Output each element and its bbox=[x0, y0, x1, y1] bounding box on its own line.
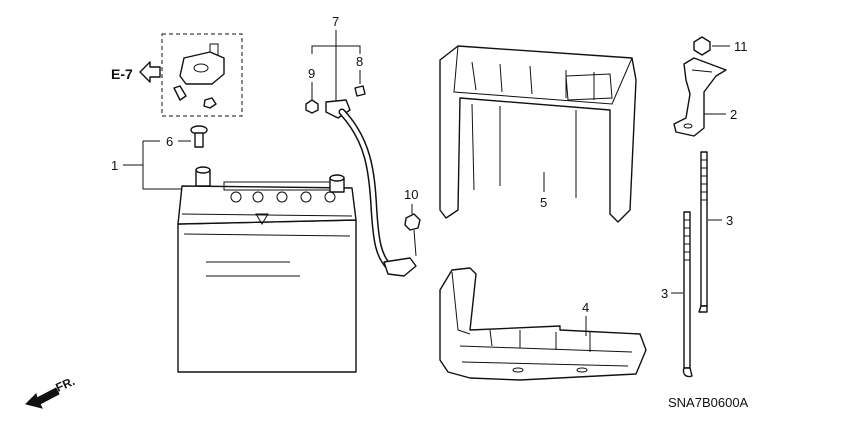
tray-floor-ribs bbox=[489, 329, 591, 352]
callout-1-label: 1 bbox=[111, 158, 118, 173]
front-direction-indicator: FR. bbox=[25, 374, 77, 409]
terminal-post-top bbox=[195, 166, 211, 174]
cover-outline bbox=[439, 45, 637, 223]
battery-ledge bbox=[183, 233, 351, 237]
ground-cable bbox=[325, 99, 417, 277]
battery-tray bbox=[439, 267, 647, 381]
callout-3-right: 3 bbox=[708, 213, 733, 228]
cable-body-fill bbox=[340, 110, 392, 270]
rod-body bbox=[683, 211, 691, 369]
cover-ribs bbox=[471, 61, 595, 100]
inset-bolt-part bbox=[173, 85, 187, 101]
terminal-bolt-6 bbox=[190, 125, 208, 148]
bolt-part-10-shank bbox=[413, 229, 417, 257]
callout-10-label: 10 bbox=[404, 187, 418, 202]
plate-outline bbox=[673, 57, 727, 137]
callout-4-label: 4 bbox=[582, 300, 589, 315]
callout-3-left-label: 3 bbox=[661, 286, 668, 301]
bracket-line bbox=[311, 45, 361, 54]
inset-nut-part bbox=[203, 97, 217, 109]
callout-4: 4 bbox=[582, 300, 589, 336]
plate-slot bbox=[691, 69, 713, 73]
diagram-code: SNA7B0600A bbox=[668, 395, 749, 410]
rod-body bbox=[700, 151, 708, 307]
left-arrow-icon bbox=[139, 61, 161, 83]
nut-part-9 bbox=[305, 99, 319, 114]
callout-7: 7 bbox=[311, 14, 361, 102]
terminal-cover-part bbox=[179, 51, 225, 85]
battery-terminal-negative bbox=[329, 174, 345, 193]
callout-11-label: 11 bbox=[734, 39, 748, 54]
e7-inset-box bbox=[161, 33, 243, 117]
e7-reference-label: E-7 bbox=[111, 66, 133, 82]
bolt-part-10 bbox=[404, 213, 421, 231]
rod-thread bbox=[684, 219, 690, 261]
cover-rim bbox=[453, 45, 633, 105]
cable-end-lug bbox=[383, 257, 417, 277]
vent-cap bbox=[300, 191, 312, 203]
tray-wall-edge bbox=[451, 271, 471, 335]
tray-drain-hole bbox=[576, 367, 588, 373]
rod-hook bbox=[698, 305, 708, 313]
battery-setting-plate bbox=[673, 57, 727, 137]
callout-6-label: 6 bbox=[166, 134, 173, 149]
bracket-line bbox=[142, 141, 190, 190]
vent-cap bbox=[276, 191, 288, 203]
vent-cap bbox=[252, 191, 264, 203]
callout-2: 2 bbox=[704, 107, 737, 122]
callout-9-label: 9 bbox=[308, 66, 315, 81]
callout-3-right-label: 3 bbox=[726, 213, 733, 228]
cover-vent bbox=[565, 73, 613, 101]
vent-cap bbox=[230, 191, 242, 203]
bolt-shank bbox=[194, 132, 204, 148]
front-arrow-icon bbox=[25, 387, 60, 409]
terminal-cover-tab bbox=[209, 43, 219, 56]
hold-down-rod-left bbox=[682, 211, 693, 378]
battery-case-front bbox=[177, 219, 357, 373]
e7-reference[interactable]: E-7 bbox=[111, 61, 161, 83]
callout-9: 9 bbox=[305, 66, 319, 114]
battery bbox=[177, 166, 357, 373]
tray-outline bbox=[439, 267, 647, 381]
triangle-marker-icon bbox=[255, 213, 269, 225]
callout-1: 1 bbox=[111, 140, 190, 190]
callout-5-label: 5 bbox=[540, 195, 547, 210]
rod-hook bbox=[682, 367, 693, 378]
cover-wall-ribs bbox=[471, 103, 577, 198]
callout-5: 5 bbox=[540, 172, 547, 210]
inset-dashed-frame bbox=[161, 33, 243, 117]
callout-8-label: 8 bbox=[356, 54, 363, 69]
callout-6: 6 bbox=[166, 134, 191, 149]
callout-2-label: 2 bbox=[730, 107, 737, 122]
battery-box-cover bbox=[439, 45, 637, 223]
callout-3-left: 3 bbox=[661, 286, 683, 301]
tray-drain-hole bbox=[512, 367, 524, 373]
callout-8: 8 bbox=[354, 54, 366, 97]
terminal-cover-hole bbox=[193, 63, 209, 73]
nut-part-11 bbox=[693, 36, 711, 56]
rod-thread bbox=[701, 159, 707, 201]
bolt-part-8 bbox=[354, 85, 366, 97]
callout-7-label: 7 bbox=[332, 14, 339, 29]
plate-hole bbox=[683, 123, 693, 129]
front-direction-label: FR. bbox=[54, 374, 77, 395]
callout-10: 10 bbox=[404, 187, 421, 257]
battery-terminal-positive bbox=[195, 166, 211, 187]
callout-11: 11 bbox=[693, 36, 748, 56]
tray-floor-lines bbox=[459, 345, 633, 367]
hold-down-rod-right bbox=[698, 151, 708, 313]
terminal-post-top bbox=[329, 174, 345, 182]
